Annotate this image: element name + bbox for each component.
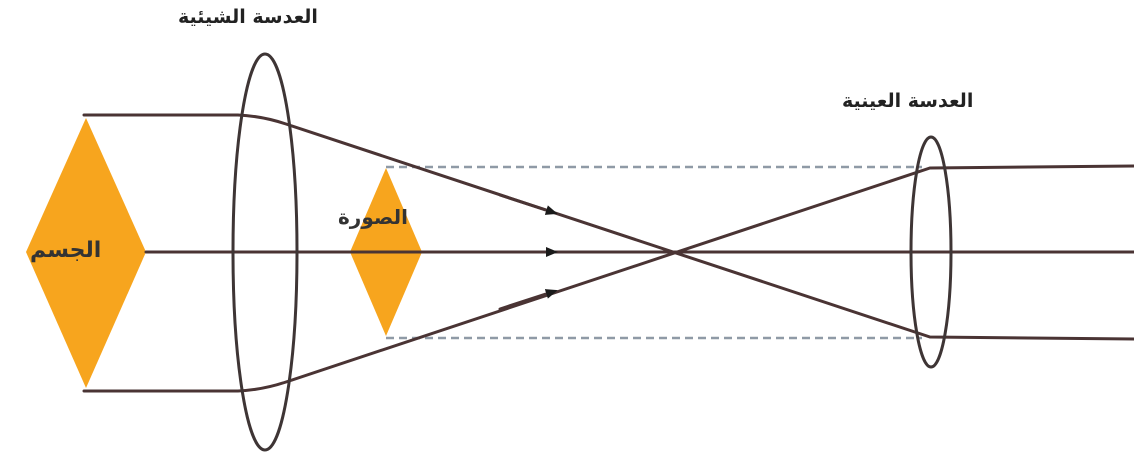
- image-label: الصورة: [338, 205, 408, 229]
- object-label: الجسم: [30, 238, 101, 263]
- eyepiece-lens-label: العدسة العينية: [842, 90, 973, 112]
- ray-top: [84, 115, 1134, 339]
- ray-bottom: [84, 166, 1134, 391]
- arrow-top: [500, 195, 552, 212]
- arrow-bottom: [500, 292, 552, 309]
- objective-lens-label: العدسة الشيئية: [178, 6, 318, 28]
